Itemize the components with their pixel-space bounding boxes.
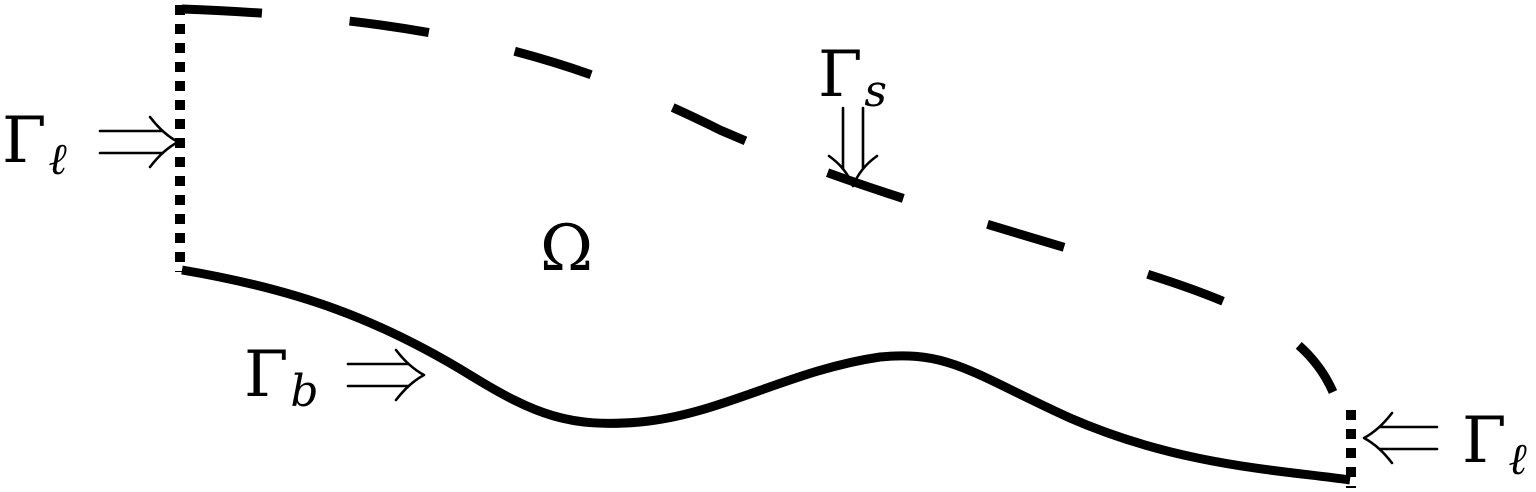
bed-boundary-curve [181,265,1351,485]
double-arrow-left-icon [1362,411,1439,465]
lateral-boundary-right-subscript: ℓ [1508,434,1527,485]
surface-boundary-subscript: s [864,66,887,117]
surface-boundary-base: Γ [818,38,862,112]
bed-boundary-subscript: b [290,366,318,417]
lateral-boundary-left-label: Γℓ [2,104,67,185]
bed-boundary-label: Γb [244,338,319,417]
lateral-boundary-left-base: Γ [2,104,46,178]
double-arrow-right-icon [98,115,180,169]
double-arrow-down-icon [827,106,879,188]
surface-boundary-label: Γs [818,38,887,117]
lateral-boundary-right-label: Γℓ [1462,404,1527,485]
bed-boundary-base: Γ [244,338,288,412]
double-arrow-right-icon [346,348,426,402]
lateral-boundary-right-base: Γ [1462,404,1506,478]
domain-label: Ω [540,212,593,286]
surface-boundary-curve [181,4,1338,394]
lateral-boundary-left-subscript: ℓ [48,134,67,185]
